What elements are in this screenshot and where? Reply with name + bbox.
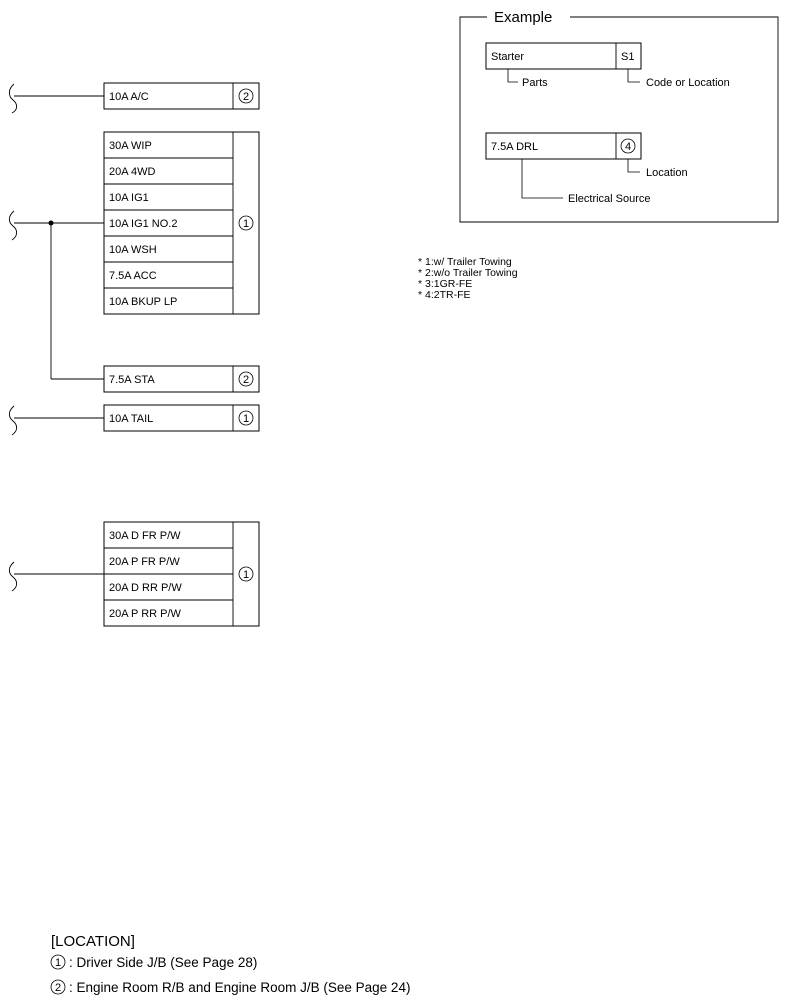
fuse-label: 7.5A ACC [109, 270, 157, 282]
location-number: 1 [243, 413, 249, 425]
example-part-code: S1 [621, 51, 634, 63]
fuse-group-sta: 7.5A STA 2 [103, 365, 260, 393]
fuse-label: 10A A/C [109, 91, 149, 103]
fuse-group-tail: 10A TAIL 1 [8, 404, 260, 436]
location-badge [238, 566, 254, 582]
fuse-group-ac: 10A A/C 2 [8, 82, 260, 114]
location-badge [50, 954, 66, 970]
location-number: 4 [625, 141, 631, 153]
fuse-label: 7.5A STA [109, 374, 155, 386]
legend-frame [459, 16, 779, 223]
leader-line [507, 69, 518, 83]
example-part-name: Starter [491, 51, 524, 63]
location-label: Location [646, 167, 688, 179]
electrical-source-label: Electrical Source [568, 193, 651, 205]
fuse-label: 10A WSH [109, 244, 157, 256]
location-badge [238, 410, 254, 426]
location-number: 2 [243, 374, 249, 386]
fuse-label: 20A P RR P/W [109, 608, 182, 620]
fuse-label: 20A P FR P/W [109, 556, 180, 568]
fuse-label: 10A BKUP LP [109, 296, 177, 308]
leader-line [627, 159, 640, 173]
location-legend-item: : Driver Side J/B (See Page 28) [69, 955, 257, 970]
example-title: Example [494, 9, 552, 26]
location-badge [620, 138, 636, 154]
location-badge [238, 215, 254, 231]
location-legend: [LOCATION] 1 : Driver Side J/B (See Page… [50, 933, 410, 995]
fuse-label: 20A D RR P/W [109, 582, 182, 594]
location-legend-title: [LOCATION] [51, 933, 135, 950]
wire-break-symbol [8, 405, 18, 436]
example-legend: Example Starter S1 Parts Code or Locatio… [459, 9, 779, 223]
wire-break-symbol [8, 210, 18, 241]
wire-break-symbol [8, 561, 18, 592]
code-or-location-label: Code or Location [646, 77, 730, 89]
note-line: * 4:2TR-FE [418, 289, 471, 301]
location-number: 1 [55, 957, 61, 969]
location-number: 1 [243, 218, 249, 230]
location-badge [238, 371, 254, 387]
parts-label: Parts [522, 77, 548, 89]
location-badge [50, 979, 66, 995]
location-number: 2 [243, 91, 249, 103]
example-source-name: 7.5A DRL [491, 141, 538, 153]
wire-break-symbol [8, 83, 18, 114]
location-legend-item: : Engine Room R/B and Engine Room J/B (S… [69, 980, 410, 995]
fuse-label: 20A 4WD [109, 166, 156, 178]
example-source-box [485, 132, 642, 160]
fuse-group-power-window: 30A D FR P/W 20A P FR P/W 20A D RR P/W 2… [8, 521, 260, 627]
note-line: * 2:w/o Trailer Towing [418, 267, 518, 279]
fuse-group-ig1: 30A WIP 20A 4WD 10A IG1 10A IG1 NO.2 10A… [8, 131, 260, 380]
note-line: * 3:1GR-FE [418, 278, 472, 290]
leader-line [521, 159, 563, 199]
notes: * 1:w/ Trailer Towing * 2:w/o Trailer To… [418, 256, 518, 301]
fuse-label: 30A D FR P/W [109, 530, 181, 542]
example-part-box [485, 42, 642, 70]
location-badge [238, 88, 254, 104]
location-number: 2 [55, 982, 61, 994]
fuse-label: 10A TAIL [109, 413, 153, 425]
fuse-label: 10A IG1 NO.2 [109, 218, 177, 230]
fuse-label: 30A WIP [109, 140, 152, 152]
leader-line [627, 69, 640, 83]
location-number: 1 [243, 569, 249, 581]
note-line: * 1:w/ Trailer Towing [418, 256, 512, 268]
fuse-label: 10A IG1 [109, 192, 149, 204]
